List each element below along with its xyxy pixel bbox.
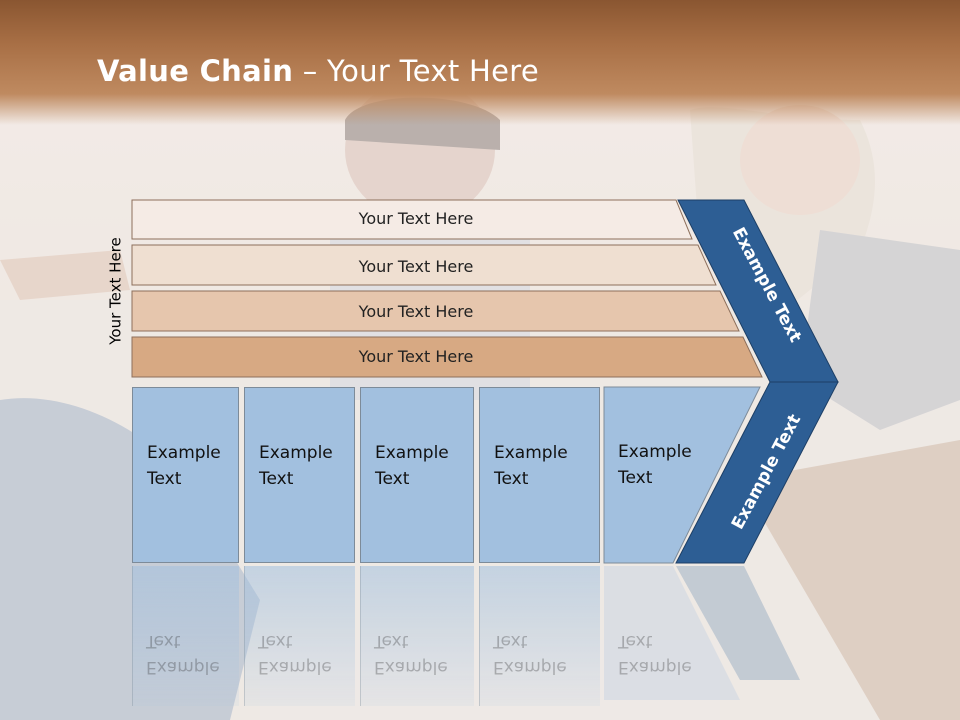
row-2-label: Your Text Here bbox=[358, 257, 474, 276]
header-bar bbox=[0, 0, 960, 125]
row-3-label: Your Text Here bbox=[358, 302, 474, 321]
column-5-shape bbox=[603, 386, 761, 564]
chevron-reflection bbox=[676, 566, 800, 680]
row-4-label: Your Text Here bbox=[358, 347, 474, 366]
row-1-shape bbox=[131, 199, 693, 240]
row-2-shape bbox=[131, 244, 717, 286]
chevron-lower bbox=[675, 381, 839, 564]
row-1-label: Your Text Here bbox=[358, 209, 474, 228]
column-5-reflection bbox=[604, 566, 740, 700]
row-4-shape bbox=[131, 336, 763, 378]
title-rest: – Your Text Here bbox=[293, 54, 539, 88]
row-3-shape bbox=[131, 290, 740, 332]
title-bold: Value Chain bbox=[97, 54, 294, 88]
slide-title: Value Chain – Your Text Here bbox=[97, 54, 539, 88]
